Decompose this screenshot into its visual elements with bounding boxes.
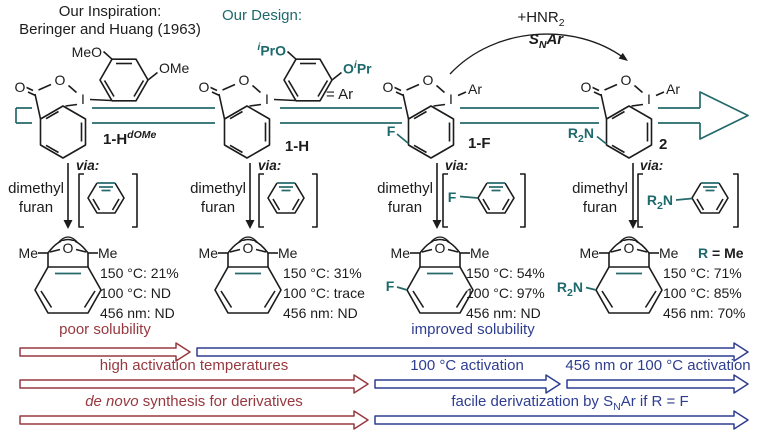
yield-line: 100 °C: 97%: [466, 285, 545, 301]
comparison-arrows: [19, 342, 749, 430]
product-3-fluoro: [396, 236, 474, 314]
inspiration-title-line1: Our Inspiration:: [58, 3, 162, 20]
carbonyl-o-atom: O: [381, 79, 395, 95]
brackets-4: [637, 173, 739, 228]
yield-line: 100 °C: ND: [100, 285, 171, 301]
yield-line: 150 °C: 31%: [283, 265, 362, 281]
down-arrow-4: [628, 163, 638, 229]
reagent-label-line2: furan: [200, 199, 236, 216]
reagent-label-line1: dimethyl: [377, 180, 433, 197]
product-4-amino: [585, 236, 663, 314]
comparison-label-high-activation: high activation temperatures: [99, 357, 289, 374]
via-label: via:: [258, 158, 282, 173]
brackets-1: [78, 173, 138, 228]
ome-substituent: OMe: [159, 60, 190, 76]
carbonyl-o-atom: O: [13, 79, 27, 95]
amine-substituent: R2N: [645, 192, 674, 212]
reagent-label-line2: furan: [387, 199, 423, 216]
snar-curved-arrow: [449, 33, 628, 75]
meo-substituent: MeO: [71, 44, 102, 60]
ring-o-atom: O: [421, 72, 435, 88]
amine-substituent: R2N: [566, 125, 595, 145]
ar-definition: = Ar: [326, 86, 354, 103]
methyl-label: Me: [470, 245, 490, 261]
compound-label-1F: 1-F: [468, 135, 491, 152]
compound-label-1H: 1-H: [284, 138, 310, 155]
structure-2: [590, 83, 665, 159]
amine-substituent: R2N: [555, 279, 584, 299]
benzyne-3-fluoro: [459, 182, 515, 214]
brackets-2: [258, 173, 318, 228]
bridge-o-atom: O: [622, 240, 636, 256]
down-arrow-1: [63, 163, 73, 229]
yield-line: 100 °C: trace: [283, 285, 365, 301]
iodine-atom: I: [646, 91, 652, 107]
r-group-definition: R = Me: [698, 245, 744, 261]
benzyne-1: [87, 182, 125, 214]
main-reaction-arrow: [15, 91, 749, 140]
ring-o-atom: O: [53, 72, 67, 88]
brackets-3: [442, 173, 526, 228]
reagent-label-line2: furan: [18, 199, 54, 216]
structure-1F: [392, 83, 467, 159]
comparison-label-improved-solubility: improved solubility: [411, 321, 535, 338]
yield-line: 150 °C: 71%: [663, 265, 742, 281]
aryl-group-label: Ar: [468, 81, 482, 97]
fluorine-substituent: F: [384, 278, 396, 294]
comparison-label-de-novo: de novo synthesis for derivatives: [85, 393, 303, 410]
bridge-o-atom: O: [61, 240, 75, 256]
aryl-group-label: Ar: [666, 81, 680, 97]
reagent-label-line1: dimethyl: [572, 180, 628, 197]
ring-o-atom: O: [619, 72, 633, 88]
comparison-label-456nm-activation: 456 nm or 100 °C activation: [565, 357, 751, 374]
oipr-substituent: OiPr: [343, 59, 372, 77]
iodine-atom: I: [80, 91, 86, 107]
comparison-label-poor-solubility: poor solubility: [59, 321, 151, 338]
benzyne-2: [267, 182, 305, 214]
yield-line: 456 nm: ND: [100, 305, 175, 321]
fluorine-substituent: F: [385, 123, 397, 139]
reagent-label-line1: dimethyl: [190, 180, 246, 197]
down-arrow-3: [432, 163, 442, 229]
ipro-substituent: iPrO: [257, 41, 286, 59]
compound-label-2: 2: [659, 136, 668, 153]
comparison-label-100c-activation: 100 °C activation: [410, 357, 524, 374]
amine-reagent-label: +HNR2: [517, 9, 565, 29]
carbonyl-o-atom: O: [579, 79, 593, 95]
via-label: via:: [445, 158, 469, 173]
reagent-label-line2: furan: [582, 199, 618, 216]
reagent-label-line1: dimethyl: [8, 180, 64, 197]
methyl-label: Me: [18, 245, 38, 261]
yield-line: 456 nm: 70%: [663, 305, 746, 321]
methyl-label: Me: [579, 245, 599, 261]
yield-line: 150 °C: 21%: [100, 265, 179, 281]
iodine-atom: I: [448, 91, 454, 107]
down-arrow-2: [245, 163, 255, 229]
fluorine-substituent: F: [446, 189, 458, 205]
methyl-label: Me: [278, 245, 298, 261]
comparison-label-facile-derivatization: facile derivatization by SNAr if R = F: [451, 393, 689, 413]
snar-label: SNAr: [528, 31, 564, 51]
structure-1H: [208, 50, 343, 159]
via-label: via:: [76, 158, 100, 173]
yield-line: 456 nm: ND: [466, 305, 541, 321]
via-label: via:: [640, 158, 664, 173]
carbonyl-o-atom: O: [197, 79, 211, 95]
bridge-o-atom: O: [241, 240, 255, 256]
compound-label-1HdOMe: 1-HdOMe: [103, 129, 157, 148]
benzyne-4-amino: [675, 182, 729, 214]
yield-line: 456 nm: ND: [283, 305, 358, 321]
methyl-label: Me: [98, 245, 118, 261]
methyl-label: Me: [198, 245, 218, 261]
methyl-label: Me: [659, 245, 679, 261]
bridge-o-atom: O: [433, 240, 447, 256]
inspiration-title-line2: Beringer and Huang (1963): [19, 21, 201, 38]
methyl-label: Me: [390, 245, 410, 261]
iodine-atom: I: [264, 91, 270, 107]
yield-line: 150 °C: 54%: [466, 265, 545, 281]
ring-o-atom: O: [237, 72, 251, 88]
design-title: Our Design:: [222, 7, 303, 24]
yield-line: 100 °C: 85%: [663, 285, 742, 301]
